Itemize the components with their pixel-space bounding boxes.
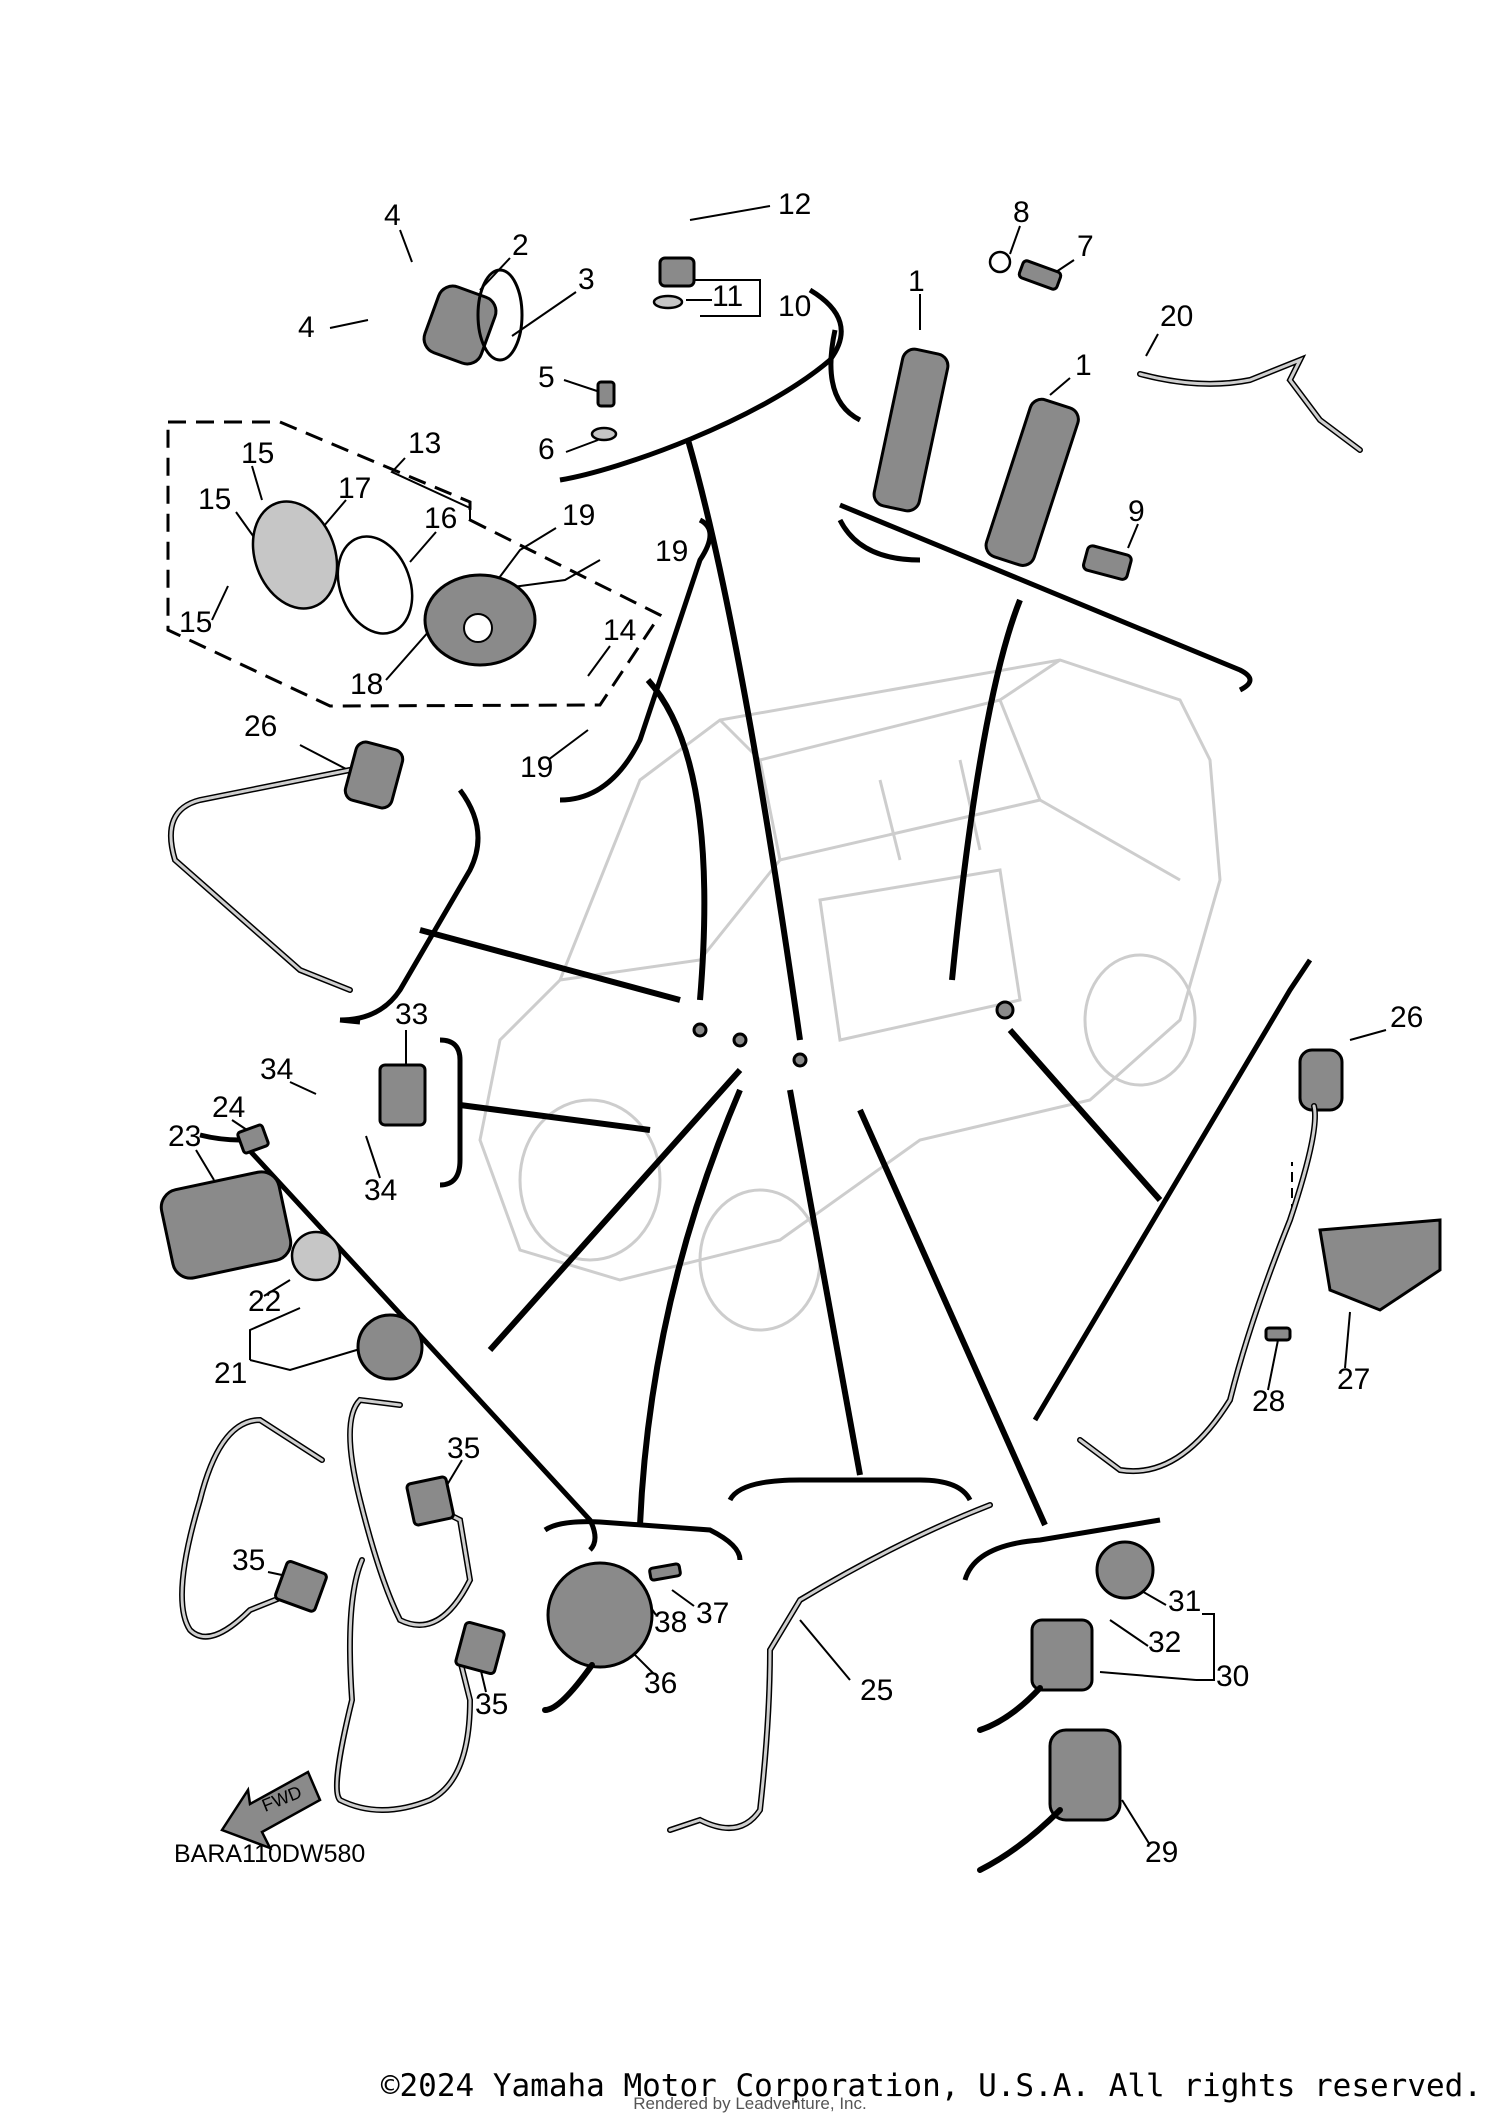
group-boundaries bbox=[199, 287, 1313, 1581]
callout-34a: 34 bbox=[260, 1053, 293, 1086]
callout-16: 16 bbox=[424, 502, 457, 535]
callout-15a: 15 bbox=[241, 437, 274, 470]
ignition-coil-part bbox=[872, 347, 1080, 567]
callout-10: 10 bbox=[778, 290, 811, 323]
callout-32: 32 bbox=[1148, 1626, 1181, 1659]
callout-labels: 1 1 2 3 4 4 5 6 7 8 9 10 11 12 13 14 15 … bbox=[168, 188, 1423, 1869]
callout-4b: 4 bbox=[298, 311, 315, 344]
callout-3: 3 bbox=[578, 263, 595, 296]
callout-5: 5 bbox=[538, 361, 555, 394]
callout-15c: 15 bbox=[179, 606, 212, 639]
callout-35c: 35 bbox=[475, 1688, 508, 1721]
diagram-code: BARA110DW580 bbox=[174, 1840, 365, 1868]
callout-23: 23 bbox=[168, 1120, 201, 1153]
rendered-by-credit: Rendered by Leadventure, Inc. bbox=[633, 2094, 867, 2113]
group-13-dashed-outline bbox=[166, 420, 663, 708]
callout-18: 18 bbox=[350, 668, 383, 701]
callout-17: 17 bbox=[338, 472, 371, 505]
pointer-lines bbox=[419, 439, 1163, 1527]
callout-30: 30 bbox=[1216, 1660, 1249, 1693]
copyright-notice: ©2024 Yamaha Motor Corporation, U.S.A. A… bbox=[380, 2068, 1482, 2104]
callout-6: 6 bbox=[538, 433, 555, 466]
callout-35a: 35 bbox=[447, 1432, 480, 1465]
callout-8: 8 bbox=[1013, 196, 1030, 229]
callout-7: 7 bbox=[1077, 230, 1094, 263]
callout-31: 31 bbox=[1168, 1585, 1201, 1618]
vehicle-outline bbox=[478, 658, 1222, 1332]
callout-21: 21 bbox=[214, 1357, 247, 1390]
part-drawings bbox=[159, 250, 1442, 1873]
callout-22: 22 bbox=[248, 1285, 281, 1318]
leader-lines bbox=[195, 205, 1387, 1846]
callout-19a: 19 bbox=[562, 499, 595, 532]
callout-27: 27 bbox=[1337, 1363, 1370, 1396]
callout-26a: 26 bbox=[244, 710, 277, 743]
callout-34b: 34 bbox=[364, 1174, 397, 1207]
callout-11: 11 bbox=[712, 280, 743, 313]
callout-38: 38 bbox=[654, 1606, 687, 1639]
callout-14: 14 bbox=[603, 614, 636, 647]
callout-36: 36 bbox=[644, 1667, 677, 1700]
water-pump-part bbox=[251, 500, 537, 667]
callout-1b: 1 bbox=[1075, 349, 1092, 382]
callout-19c: 19 bbox=[520, 751, 553, 784]
callout-33: 33 bbox=[395, 998, 428, 1031]
callout-37: 37 bbox=[696, 1597, 729, 1630]
callout-4a: 4 bbox=[384, 199, 401, 232]
callout-24: 24 bbox=[212, 1091, 245, 1124]
speed-sensor-part bbox=[652, 256, 696, 310]
fwd-arrow bbox=[220, 1770, 322, 1851]
callout-2: 2 bbox=[512, 229, 529, 262]
callout-19b: 19 bbox=[655, 535, 688, 568]
callout-13: 13 bbox=[408, 427, 441, 460]
callout-20: 20 bbox=[1160, 300, 1193, 333]
callout-29: 29 bbox=[1145, 1836, 1178, 1869]
throttle-sensor-part bbox=[422, 268, 524, 366]
callout-12: 12 bbox=[778, 188, 811, 221]
callout-35b: 35 bbox=[232, 1544, 265, 1577]
callout-9: 9 bbox=[1128, 495, 1145, 528]
callout-28: 28 bbox=[1252, 1385, 1285, 1418]
callout-26b: 26 bbox=[1390, 1001, 1423, 1034]
callout-25: 25 bbox=[860, 1674, 893, 1707]
callout-1a: 1 bbox=[908, 265, 925, 298]
callout-15b: 15 bbox=[198, 483, 231, 516]
